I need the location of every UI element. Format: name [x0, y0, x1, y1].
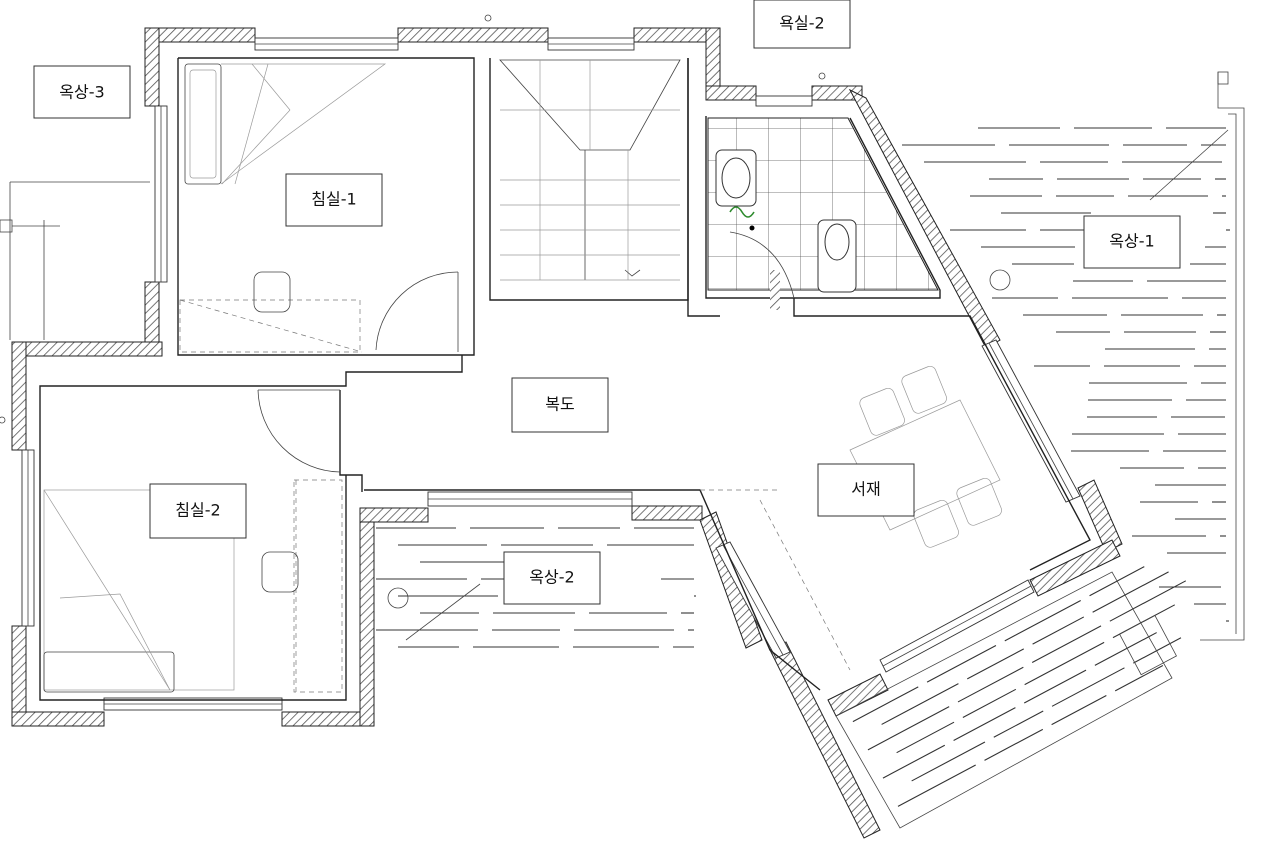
rooftop-1-deck: [902, 127, 1230, 622]
label-corridor: 복도: [511, 377, 609, 433]
label-bedroom-2: 침실-2: [149, 483, 247, 539]
label-bathroom-2: 욕실-2: [753, 0, 851, 49]
svg-text:서재: 서재: [851, 480, 880, 499]
balcony-deck: [852, 566, 1187, 807]
rooftop-2-deck: [376, 527, 696, 648]
windows: [21, 37, 1081, 711]
bedroom-2-furniture: [43, 389, 343, 693]
svg-text:옥상-3: 옥상-3: [59, 83, 104, 102]
svg-text:침실-2: 침실-2: [175, 501, 220, 520]
svg-text:옥상-2: 옥상-2: [529, 568, 574, 587]
svg-text:복도: 복도: [545, 395, 574, 414]
label-study: 서재: [817, 463, 915, 517]
label-rooftop-2: 옥상-2: [503, 551, 601, 605]
label-rooftop-1: 옥상-1: [1083, 215, 1181, 269]
svg-text:침실-1: 침실-1: [311, 190, 356, 209]
exterior-walls: [11, 27, 1123, 839]
label-bedroom-1: 침실-1: [285, 173, 383, 227]
drains: [0, 14, 1229, 641]
interior-walls: [0, 57, 1245, 701]
balcony-frame: [835, 571, 1177, 829]
bathroom-2: [707, 117, 939, 310]
bedroom-1-furniture: [179, 63, 459, 353]
svg-text:옥상-1: 옥상-1: [1109, 232, 1154, 251]
staircase: [499, 59, 681, 281]
label-rooftop-3: 옥상-3: [33, 65, 131, 119]
svg-text:욕실-2: 욕실-2: [779, 14, 824, 33]
